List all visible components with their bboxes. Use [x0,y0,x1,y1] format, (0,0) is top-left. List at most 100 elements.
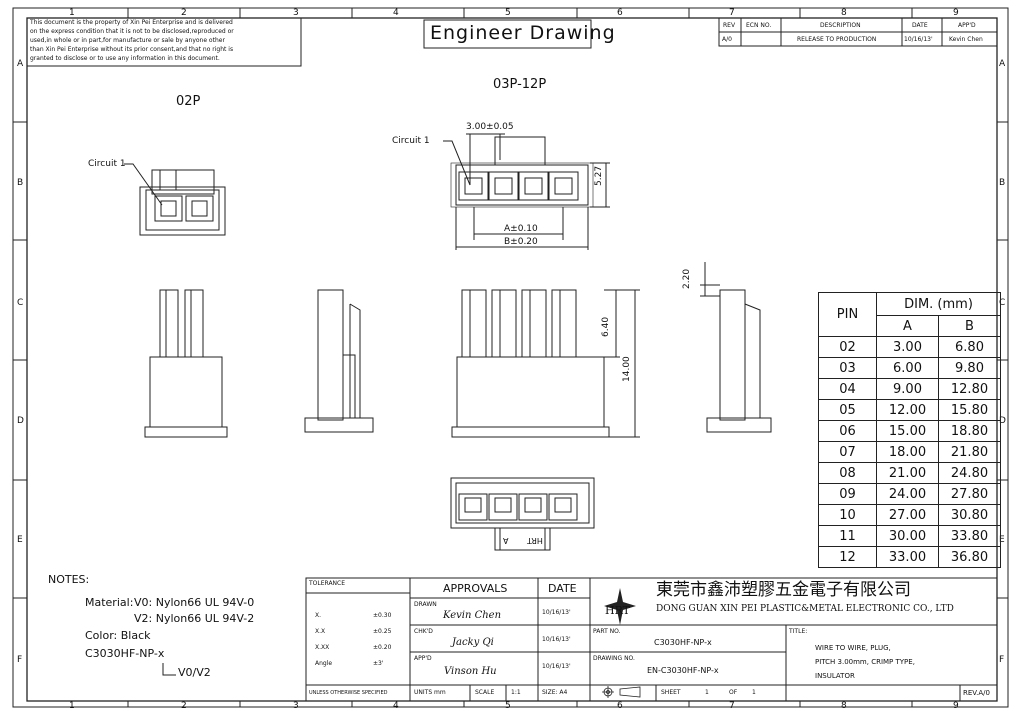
sheet-value: 1 [705,689,709,696]
drawn-signature: Kevin Chen [443,610,502,621]
table-cell: 12.00 [876,399,939,421]
table-cell: 27.80 [938,483,1001,505]
table-cell: 18.80 [938,420,1001,442]
bottom-mark-a: A [503,536,509,545]
tol-val: ±3' [373,660,384,667]
sheet-label: SHEET [661,689,681,696]
pin-header: PIN [818,292,877,337]
ecn-header: ECN NO. [746,22,772,29]
table-cell: 27.00 [876,504,939,526]
scale-value: 1:1 [511,689,521,696]
zone-row-b-right: B [999,178,1006,188]
table-cell: 15.00 [876,420,939,442]
zone-row-c: C [17,298,24,308]
zone-row-c-right: C [999,298,1006,308]
part-no-label: PART NO. [593,628,621,635]
unless-specified: UNLESS OTHERWISE SPECIFIED [309,690,388,696]
material-v2: V2: Nylon66 UL 94V-2 [134,612,255,625]
zone-col-7: 7 [729,8,735,18]
zone-row-d-right: D [999,416,1006,426]
table-cell: 12 [818,546,877,568]
tol-val: ±0.20 [373,644,392,651]
appd-header: APP'D [958,22,976,29]
zone-col-5: 5 [505,8,511,18]
zone-col-8-bottom: 8 [841,701,847,711]
rev-value: A/0 [722,36,732,43]
drawn-date: 10/16/13' [542,609,571,616]
zone-row-f: F [17,655,23,665]
zone-col-5-bottom: 5 [505,701,511,711]
table-cell: 12.80 [938,378,1001,400]
company-name-chinese: 東莞市鑫沛塑膠五金電子有限公司 [656,580,911,600]
table-cell: 24.80 [938,462,1001,484]
material-label: Material: [85,596,134,609]
table-cell: 9.80 [938,357,1001,379]
tol-val: ±0.25 [373,628,392,635]
circuit-label-02p: Circuit 1 [88,159,126,169]
zone-col-6-bottom: 6 [617,701,623,711]
partcode-suffix: V0/V2 [178,666,211,679]
appd-date: 10/16/13' [542,663,571,670]
date-header: DATE [912,22,928,29]
circuit-label-03p: Circuit 1 [392,136,430,146]
zone-col-8: 8 [841,8,847,18]
table-cell: 3.00 [876,336,939,358]
table-cell: 36.80 [938,546,1001,568]
dim-a-header: A [876,315,939,337]
zone-row-a-right: A [999,59,1006,69]
zone-row-d: D [17,416,24,426]
rev-header: REV [723,22,736,29]
of-value: 1 [752,689,756,696]
appd-value: Kevin Chen [949,36,983,43]
notes-heading: NOTES: [48,573,90,586]
view-label-02p: 02P [176,94,201,109]
disclaimer-line: This document is the property of Xin Pei… [30,19,233,26]
scale-label: SCALE [475,689,495,696]
tol-val: ±0.30 [373,612,392,619]
zone-row-f-right: F [999,655,1005,665]
approvals-header: APPROVALS [443,582,508,595]
dim-header: DIM. (mm) [876,292,1001,316]
table-cell: 33.80 [938,525,1001,547]
zone-row-a: A [17,59,24,69]
table-cell: 03 [818,357,877,379]
zone-col-1-bottom: 1 [69,701,75,711]
title-line-2: PITCH 3.00mm, CRIMP TYPE, [815,658,915,666]
tol-key: X.XX [315,644,330,651]
zone-col-2-bottom: 2 [181,701,187,711]
drawn-label: DRAWN [414,601,437,608]
table-cell: 30.00 [876,525,939,547]
appd-label: APP'D [414,655,432,662]
part-no-value: C3030HF-NP-x [654,638,712,647]
zone-col-4-bottom: 4 [393,701,399,711]
table-cell: 11 [818,525,877,547]
table-cell: 21.80 [938,441,1001,463]
dim-a: A±0.10 [504,224,538,234]
dim-5-27: 5.27 [594,165,604,186]
zone-row-e-right: E [999,535,1005,545]
color-note: Color: Black [85,629,151,642]
tol-key: X.X [315,628,326,635]
zone-col-4: 4 [393,8,399,18]
rev-label: REV.A/0 [963,689,990,697]
table-cell: 09 [818,483,877,505]
engineer-drawing-title: Engineer Drawing [430,22,616,44]
zone-col-1: 1 [69,8,75,18]
table-cell: 6.00 [876,357,939,379]
dim-pitch: 3.00±0.05 [466,122,514,132]
units-label: UNITS mm [414,689,446,696]
drawing-no-label: DRAWING NO. [593,655,635,662]
view-label-03p-12p: 03P-12P [493,77,547,92]
dim-6-40: 6.40 [601,316,611,337]
chkd-signature: Jacky Qi [452,637,494,648]
table-cell: 10 [818,504,877,526]
dim-b: B±0.20 [504,237,538,247]
zone-col-3-bottom: 3 [293,701,299,711]
